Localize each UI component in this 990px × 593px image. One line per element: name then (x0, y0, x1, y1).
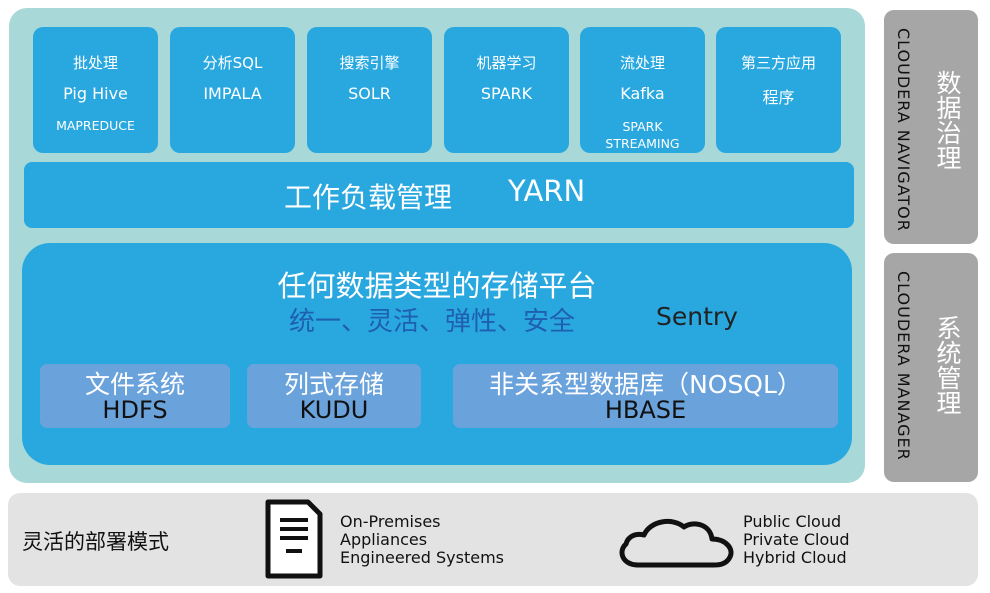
engine-sql: 分析SQL IMPALA (170, 27, 295, 153)
store-kudu: 列式存储 KUDU (247, 364, 421, 428)
engine-title: 机器学习 (476, 54, 537, 72)
engine-title: 分析SQL (202, 54, 263, 72)
manager-en-label: CLOUDERA MANAGER (894, 271, 913, 461)
storage-subtitle: 统一、灵活、弹性、安全 (289, 307, 576, 337)
onprem-item: On-Premises (340, 512, 441, 531)
yarn-title: 工作负载管理 (284, 181, 453, 214)
engine-title: 搜索引擎 (339, 54, 400, 72)
onprem-item: Appliances (340, 530, 428, 549)
engine-search: 搜索引擎 SOLR (307, 27, 432, 153)
manager-cn-label: 系统管理 (933, 315, 962, 415)
onprem-item: Engineered Systems (340, 548, 504, 567)
store-en: HBASE (604, 396, 687, 424)
engine-title: 批处理 (72, 54, 118, 72)
yarn-block: 工作负载管理 YARN (24, 162, 854, 228)
engine-name: IMPALA (203, 84, 262, 103)
engine-name: SOLR (348, 84, 391, 103)
store-cn: 文件系统 (84, 370, 185, 399)
sentry-label: Sentry (656, 302, 738, 331)
cloudera-manager-panel: CLOUDERA MANAGER 系统管理 (884, 253, 978, 482)
engine-thirdparty: 第三方应用 程序 (716, 27, 841, 153)
cloud-item: Hybrid Cloud (743, 548, 847, 567)
cloud-item: Public Cloud (743, 512, 842, 531)
deployment-bar: 灵活的部署模式 On-Premises Appliances Engineere… (8, 493, 978, 586)
cloudera-navigator-panel: CLOUDERA NAVIGATOR 数据治理 (884, 10, 978, 244)
engine-stream: 流处理 Kafka SPARK STREAMING (580, 27, 705, 153)
engine-title: 第三方应用 (740, 54, 816, 72)
engine-sub: MAPREDUCE (56, 118, 135, 133)
cloud-item: Private Cloud (743, 530, 850, 549)
store-hbase: 非关系型数据库（NOSQL） HBASE (453, 364, 838, 428)
yarn-name: YARN (508, 174, 586, 208)
engine-title: 流处理 (619, 54, 665, 72)
deployment-label: 灵活的部署模式 (22, 530, 169, 554)
store-en: KUDU (299, 396, 369, 424)
store-cn: 列式存储 (283, 370, 384, 399)
engine-name: Pig Hive (63, 84, 128, 103)
engine-name: Kafka (620, 84, 665, 103)
cloud-list: Public Cloud Private Cloud Hybrid Cloud (743, 513, 850, 567)
engine-sub: SPARK STREAMING (605, 119, 680, 151)
store-cn: 非关系型数据库（NOSQL） (489, 370, 802, 399)
storage-platform: 任何数据类型的存储平台 统一、灵活、弹性、安全 Sentry 文件系统 HDFS… (22, 243, 852, 465)
engine-ml: 机器学习 SPARK (444, 27, 569, 153)
server-icon (265, 499, 323, 579)
store-en: HDFS (102, 396, 168, 424)
engine-name: SPARK (480, 84, 533, 103)
store-hdfs: 文件系统 HDFS (40, 364, 230, 428)
onprem-list: On-Premises Appliances Engineered System… (340, 513, 504, 567)
engine-name: 程序 (762, 88, 795, 107)
navigator-cn-label: 数据治理 (933, 70, 962, 170)
navigator-en-label: CLOUDERA NAVIGATOR (894, 28, 913, 232)
cloud-icon (619, 518, 734, 568)
engine-batch: 批处理 Pig Hive MAPREDUCE (33, 27, 158, 153)
storage-title: 任何数据类型的存储平台 (277, 269, 597, 303)
